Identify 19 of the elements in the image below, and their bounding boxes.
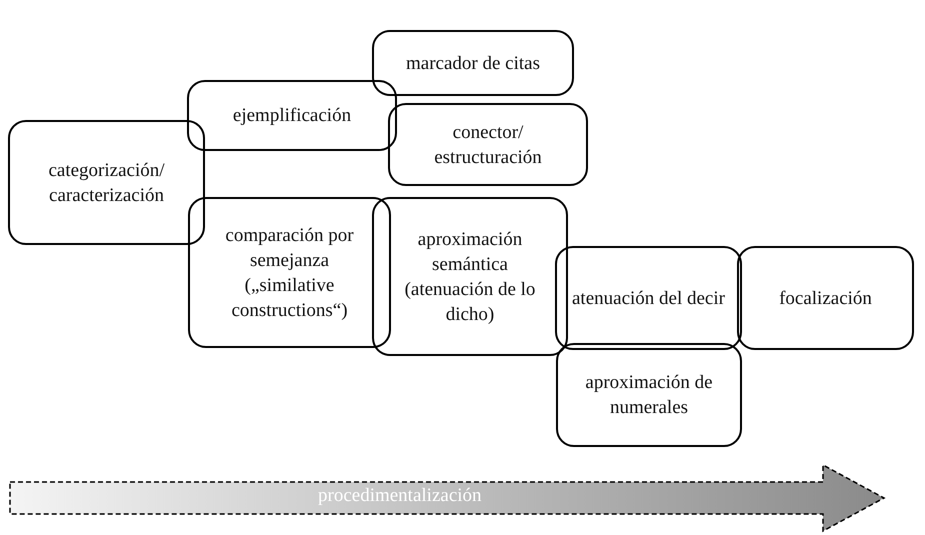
arrow-label: procedimentalización [318, 485, 482, 507]
rounded-box [737, 246, 914, 350]
box-label: comparación por semejanza („similative constructions“) [224, 224, 355, 322]
box-label: ejemplificación [232, 104, 352, 128]
rounded-box [8, 120, 205, 245]
box-label: aproximación de numerales [584, 371, 714, 420]
box-label: marcador de citas [406, 52, 540, 76]
box-label: focalización [779, 286, 872, 310]
box-label: aproximación semántica (atenuación de lo dicho) [404, 228, 536, 326]
rounded-box [187, 80, 397, 151]
rounded-box [388, 103, 588, 186]
rounded-box [372, 197, 568, 356]
rounded-box [188, 197, 391, 348]
box-label: conector/ estructuración [433, 120, 543, 170]
rounded-box [372, 30, 574, 96]
box-label: atenuación del decir [572, 286, 725, 310]
rounded-box [556, 343, 742, 447]
box-label: categorización/ caracterización [47, 158, 166, 208]
rounded-box [555, 246, 742, 350]
